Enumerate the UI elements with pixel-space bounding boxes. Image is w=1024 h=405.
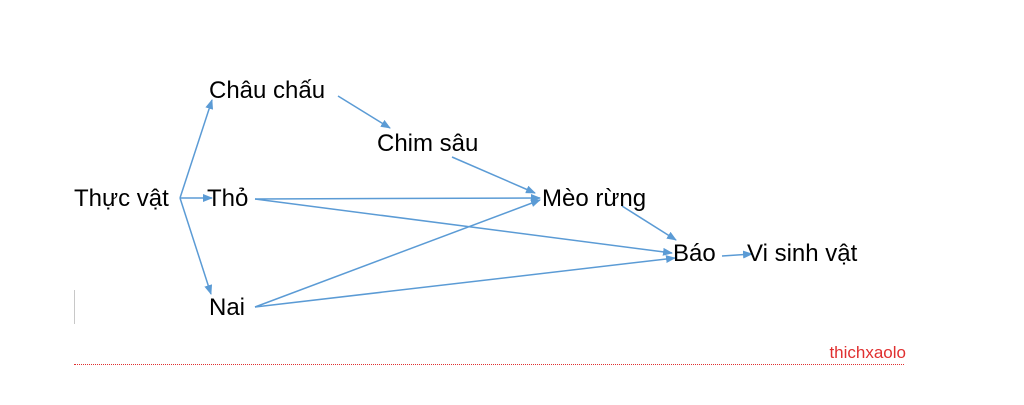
watermark-text: thichxaolo — [829, 343, 906, 362]
arrows-layer — [179, 95, 753, 308]
dotted-underline — [74, 364, 904, 365]
arrow-bao-to-vi-sinh-vat — [721, 250, 753, 259]
node-nai: Nai — [209, 294, 245, 321]
arrow-thuc-vat-to-chau-chau — [179, 99, 214, 199]
node-vi-sinh-vat: Vi sinh vật — [747, 240, 858, 267]
arrow-nai-to-bao — [254, 255, 676, 308]
arrow-thuc-vat-to-nai — [179, 197, 213, 295]
node-bao: Báo — [673, 240, 716, 267]
node-tho: Thỏ — [207, 185, 248, 212]
arrow-chim-sau-to-meo-rung — [451, 156, 536, 194]
node-meo-rung: Mèo rừng — [542, 185, 646, 212]
node-thuc-vat: Thực vật — [74, 185, 169, 212]
node-chim-sau: Chim sâu — [377, 130, 478, 157]
arrow-nai-to-meo-rung — [254, 199, 541, 308]
arrow-tho-to-meo-rung — [254, 194, 541, 203]
text-cursor-mark — [74, 290, 75, 324]
node-chau-chau: Châu chấu — [209, 77, 325, 104]
arrow-chau-chau-to-chim-sau — [337, 95, 391, 129]
arrow-tho-to-bao — [254, 198, 673, 256]
arrow-meo-rung-to-bao — [621, 205, 677, 241]
